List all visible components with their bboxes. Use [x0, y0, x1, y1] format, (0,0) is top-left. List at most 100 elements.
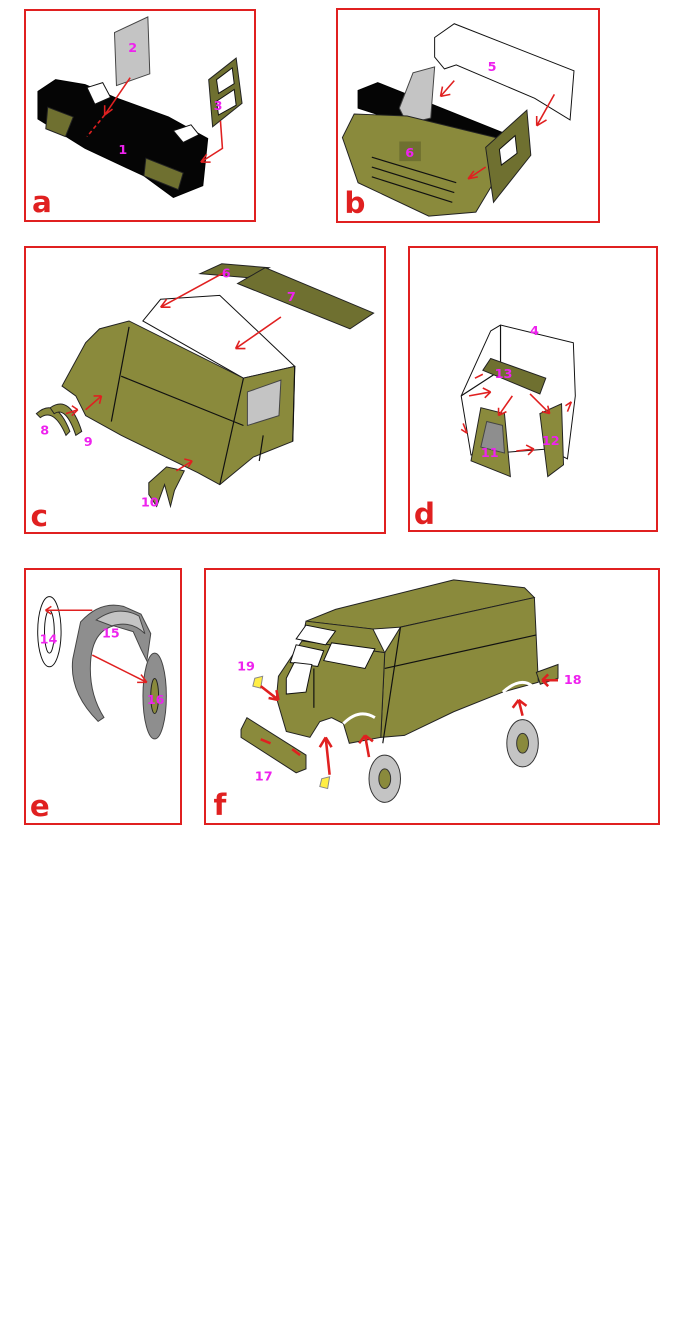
- windshield-left: [295, 624, 337, 646]
- label-part-15: 15: [102, 626, 120, 641]
- van-line-2: [384, 634, 537, 670]
- part-1-olive-left: [45, 106, 74, 138]
- arrow-dash-1: [86, 114, 106, 138]
- panel-letter-c: c: [30, 499, 48, 533]
- windshield-right: [323, 642, 376, 669]
- part-17-bumper: [240, 716, 307, 774]
- arrow-7-to-roof: [234, 316, 282, 350]
- arrow-top-left: [474, 373, 484, 379]
- arrow-headlight-to-van: [318, 736, 333, 775]
- panel-e-drawing: 14 15 16 e: [30, 596, 167, 823]
- panel-a-drawing: 1 2 3 a: [32, 16, 243, 219]
- arrow-15-to-14: [45, 605, 93, 615]
- part-door-window: [498, 134, 518, 166]
- part-8-fender: [35, 407, 71, 437]
- part-roof-frame: [142, 294, 296, 379]
- panel-b-drawing: 5 6 b: [341, 23, 575, 220]
- part-body: [61, 320, 296, 486]
- arrow-rear-wheel: [511, 698, 528, 717]
- van-line-1: [382, 627, 402, 744]
- arrow-13-to-11: [497, 395, 513, 417]
- panel-letter-b: b: [344, 186, 365, 220]
- panel-f-drawing: 19 18 17 f: [213, 579, 582, 822]
- arrow-15-to-16: [91, 654, 148, 684]
- arrow-17-to-van: [260, 738, 301, 757]
- part-6-line-1: [371, 156, 457, 184]
- part-7-roof: [236, 267, 375, 330]
- panel-f: 19 18 17 f: [204, 568, 660, 825]
- arrow-right-up: [565, 401, 573, 412]
- label-part-2: 2: [128, 41, 137, 56]
- panel-d-drawing: 4 13 11 12 d: [414, 324, 576, 531]
- part-seat: [398, 66, 436, 125]
- part-3-door-window-top: [216, 67, 235, 95]
- arrow-5-to-seat: [439, 80, 455, 98]
- arrow-13-to-12: [529, 393, 551, 415]
- panel-b: 5 6 b: [336, 8, 600, 223]
- part-16-hub: [150, 677, 160, 715]
- part-6-line-2: [371, 166, 455, 194]
- panel-letter-f: f: [213, 788, 227, 822]
- panel-a: 1 2 3 a: [24, 9, 256, 222]
- arrow-front-wheel: [358, 734, 374, 758]
- body-line-2: [219, 378, 245, 485]
- part-9-fender: [49, 403, 83, 437]
- arrow-6-to-roof: [159, 270, 227, 308]
- part-1-white-right: [172, 124, 200, 144]
- body-line-3: [120, 375, 244, 427]
- part-11-window: [480, 420, 506, 454]
- headlight-19: [252, 675, 264, 689]
- panel-e: 14 15 16 e: [24, 568, 182, 825]
- part-6-roof-strip: [198, 263, 272, 279]
- label-part-13: 13: [495, 367, 513, 382]
- part-1-white-left: [86, 82, 112, 105]
- part-2-window: [113, 16, 151, 87]
- headlight-lower: [319, 776, 331, 790]
- part-12-panel: [539, 403, 565, 478]
- wheel-arch-rear: [501, 680, 534, 694]
- part-15-fender: [71, 604, 152, 722]
- rear-hub: [516, 732, 529, 754]
- label-part-4: 4: [530, 324, 539, 339]
- panel-letter-a: a: [32, 185, 52, 219]
- arrow-5-to-door: [535, 94, 556, 127]
- arrow-left-in: [468, 387, 492, 399]
- label-part-8: 8: [40, 423, 49, 438]
- back-window: [246, 379, 282, 427]
- body-line-1: [110, 326, 130, 422]
- label-part-1: 1: [118, 143, 127, 158]
- front-hub: [378, 768, 392, 790]
- arrow-18-to-van: [541, 673, 559, 688]
- panel-letter-e: e: [30, 789, 50, 823]
- label-part-9: 9: [84, 435, 93, 450]
- label-part-14: 14: [40, 631, 58, 646]
- part-3-door: [208, 57, 243, 128]
- arrow-19-to-van: [259, 685, 280, 702]
- arrow-9-to-body: [85, 395, 103, 411]
- part-6-patch: [399, 141, 421, 162]
- part-3-door-window-bottom: [216, 88, 237, 116]
- arrow-door-to-body: [467, 166, 487, 180]
- van-body-side: [380, 596, 539, 738]
- body-line-4: [292, 366, 296, 442]
- arrow-left-edge: [460, 423, 468, 434]
- part-13-top: [482, 357, 547, 395]
- panel-c: 6 7 8 9 10 c: [24, 246, 386, 534]
- label-part-3: 3: [214, 99, 223, 114]
- panel-letter-d: d: [414, 497, 435, 531]
- arrow-3-to-1: [200, 120, 224, 163]
- panel-d: 4 13 11 12 d: [408, 246, 658, 532]
- label-part-12: 12: [542, 434, 560, 449]
- van-roof: [305, 579, 536, 630]
- part-6-line-3: [371, 176, 453, 203]
- part-10-fender: [148, 466, 186, 509]
- label-part-18: 18: [564, 673, 582, 688]
- body-line-5: [258, 435, 264, 462]
- wheel-arch-front: [342, 712, 376, 725]
- arrow-11-to-12: [516, 444, 535, 456]
- label-part-17: 17: [255, 770, 273, 785]
- label-part-6-c: 6: [222, 267, 231, 282]
- arrow-2-to-1: [103, 77, 131, 116]
- arrow-10-to-body: [175, 458, 193, 472]
- panel-c-drawing: 6 7 8 9 10 c: [30, 263, 375, 533]
